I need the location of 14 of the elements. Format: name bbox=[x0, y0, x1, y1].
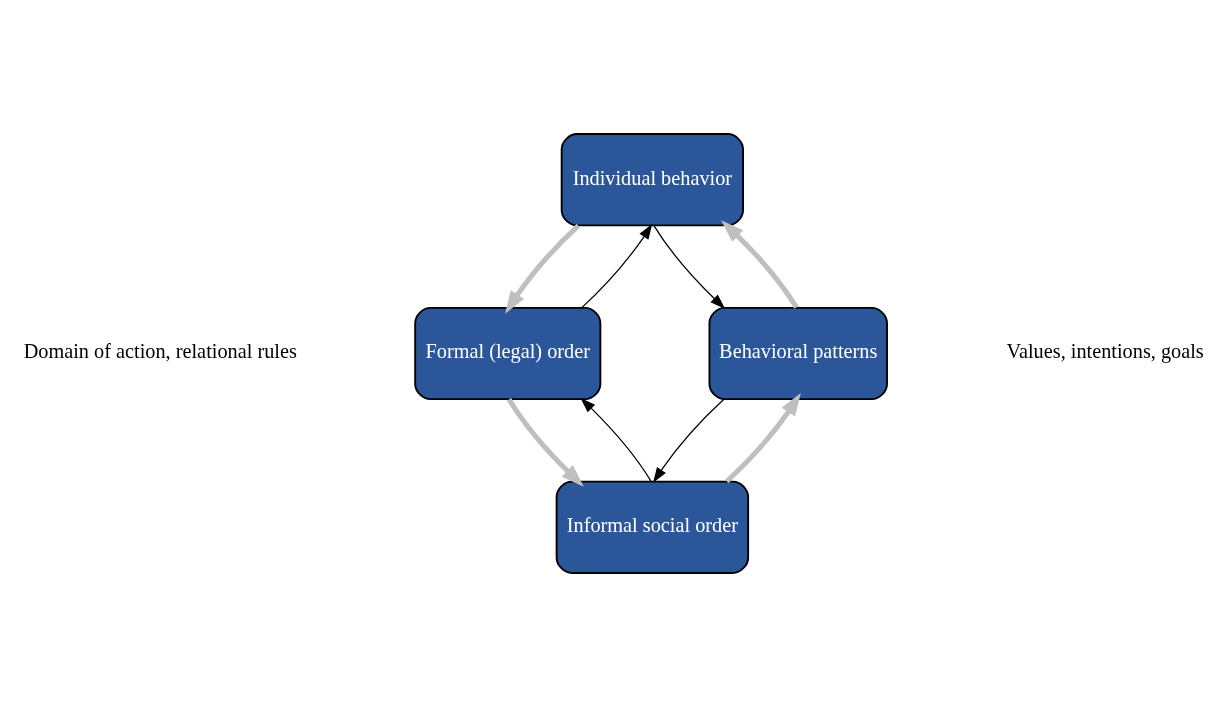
node-box: Informal social order bbox=[555, 480, 750, 574]
label: Values, intentions, goals bbox=[1006, 339, 1204, 362]
arrow bbox=[506, 397, 584, 487]
arrow bbox=[721, 219, 799, 309]
arrow bbox=[653, 224, 726, 309]
arrow bbox=[653, 398, 725, 483]
node-box: Individual behavior bbox=[560, 132, 744, 226]
arrow bbox=[581, 223, 653, 308]
label: Domain of action, relational rules bbox=[23, 339, 297, 362]
arrow bbox=[505, 223, 581, 314]
arrow bbox=[725, 392, 801, 483]
node-box: Behavioral patterns bbox=[708, 306, 888, 400]
arrow bbox=[580, 397, 652, 482]
node-box: Formal (legal) order bbox=[414, 306, 602, 400]
